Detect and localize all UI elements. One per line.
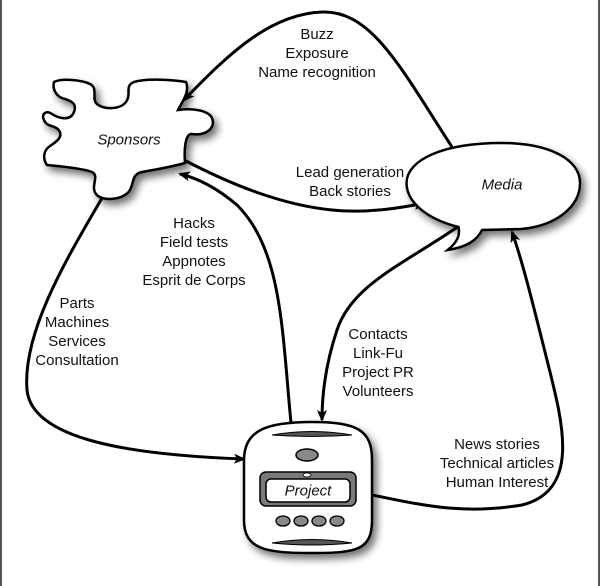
label-line: Appnotes [162,253,226,270]
label-project-to-media: News stories Technical articles Human In… [440,435,554,492]
edge-media-to-project [317,224,460,422]
media-bubble-node [405,141,582,252]
label-line: Volunteers [342,383,414,400]
project-buttons [275,515,345,527]
edge-media-to-sponsors [182,10,454,148]
label-line: Technical articles [439,455,555,472]
label-line: Machines [44,314,110,331]
edge-sponsors-to-media [183,158,426,213]
label-line: News stories [454,436,540,453]
label-project-to-sponsors: Hacks Field tests Appnotes Esprit de Cor… [142,214,245,290]
media-label: Media [481,176,523,194]
label-media-to-project: Contacts Link-Fu Project PR Volunteers [342,325,414,401]
label-line: Project PR [342,364,414,381]
edge-project-to-sponsors [178,171,293,424]
project-device-node [242,420,374,555]
label-line: Hacks [173,215,215,232]
label-sponsors-to-project: Parts Machines Services Consultation [35,294,118,370]
label-line: Field tests [159,234,229,251]
label-line: Services [48,333,106,350]
label-line: Name recognition [258,64,376,81]
sponsors-label: Sponsors [97,131,161,149]
project-label: Project [284,482,332,500]
label-line: Buzz [300,26,334,43]
edge-project-to-media [371,230,565,511]
label-line: Contacts [348,326,408,343]
edge-sponsors-to-project [25,197,246,464]
label-line: Esprit de Corps [142,272,246,289]
label-line: Link-Fu [352,345,404,362]
label-line: Exposure [285,45,349,62]
label-line: Lead generation [295,164,405,181]
label-sponsors-to-media: Lead generation Back stories [296,163,404,201]
label-line: Back stories [309,183,391,200]
label-line: Parts [59,295,95,312]
label-media-to-sponsors: Buzz Exposure Name recognition [258,25,376,82]
sponsors-puzzle-node [41,78,215,201]
label-line: Human Interest [445,474,549,491]
label-line: Consultation [35,352,119,369]
